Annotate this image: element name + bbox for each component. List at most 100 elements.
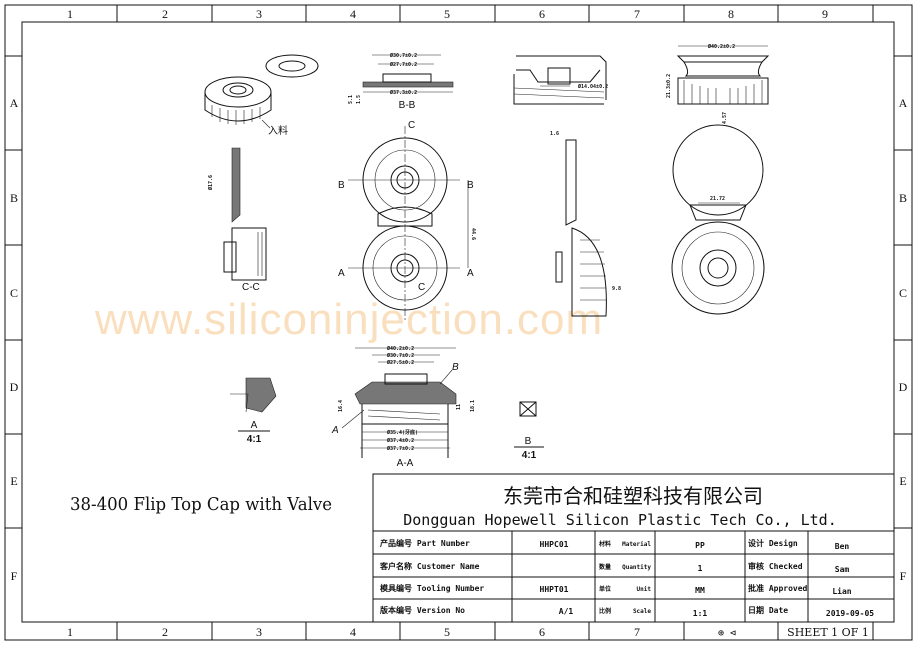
svg-text:B: B bbox=[525, 436, 532, 447]
svg-text:4:1: 4:1 bbox=[247, 434, 262, 445]
section-b-b: Ø30.7±0.2 Ø27.7±0.2 Ø37.3±0.2 5.1 1.5 B-… bbox=[348, 52, 454, 111]
svg-text:Quantity: Quantity bbox=[622, 564, 651, 571]
svg-text:Ø35.4(牙底): Ø35.4(牙底) bbox=[386, 429, 418, 436]
svg-text:A-A: A-A bbox=[397, 458, 414, 469]
svg-text:2: 2 bbox=[162, 7, 168, 21]
svg-text:16.4: 16.4 bbox=[338, 400, 344, 412]
grid-dividers bbox=[5, 5, 912, 640]
svg-text:A: A bbox=[467, 268, 474, 279]
svg-text:44.6: 44.6 bbox=[470, 228, 476, 240]
svg-text:PP: PP bbox=[695, 541, 705, 550]
watermark: www.siliconinjection.com bbox=[94, 295, 603, 344]
svg-text:21.3±0.2: 21.3±0.2 bbox=[666, 74, 672, 98]
svg-text:Ø40.2±0.2: Ø40.2±0.2 bbox=[386, 345, 414, 352]
svg-text:Ø27.7±0.2: Ø27.7±0.2 bbox=[389, 61, 417, 68]
detail-b: B 4:1 bbox=[514, 401, 544, 461]
svg-text:审核 Checked: 审核 Checked bbox=[748, 561, 803, 571]
svg-text:客户名称 Customer Name: 客户名称 Customer Name bbox=[379, 561, 480, 571]
svg-text:4: 4 bbox=[350, 7, 356, 21]
svg-text:Scale: Scale bbox=[633, 608, 651, 615]
svg-text:1: 1 bbox=[698, 564, 703, 573]
svg-text:2019-09-05: 2019-09-05 bbox=[826, 609, 874, 618]
svg-text:9: 9 bbox=[822, 7, 828, 21]
svg-text:1: 1 bbox=[67, 7, 73, 21]
svg-text:B: B bbox=[467, 180, 474, 191]
svg-text:Sam: Sam bbox=[835, 565, 850, 574]
svg-text:Unit: Unit bbox=[637, 586, 652, 593]
title-row-1: 产品编号 Part Number HHPC01 材料 Material PP 设计… bbox=[380, 538, 849, 551]
svg-text:C-C: C-C bbox=[242, 282, 260, 293]
section-a-a: Ø40.2±0.2 Ø30.7±0.2 Ø27.5±0.2 Ø35.4(牙底) … bbox=[331, 345, 476, 469]
svg-text:日期 Date: 日期 Date bbox=[748, 605, 788, 615]
svg-text:Ø14.04±0.2: Ø14.04±0.2 bbox=[577, 83, 608, 90]
svg-text:单位: 单位 bbox=[599, 585, 611, 593]
svg-text:Ø40.2±0.2: Ø40.2±0.2 bbox=[707, 43, 735, 50]
svg-text:数量: 数量 bbox=[599, 563, 611, 571]
svg-text:设计 Design: 设计 Design bbox=[748, 538, 798, 548]
svg-text:8: 8 bbox=[728, 7, 734, 21]
outer-border bbox=[4, 4, 913, 641]
svg-text:HHPT01: HHPT01 bbox=[540, 585, 569, 594]
drawing-title: 38-400 Flip Top Cap with Valve bbox=[70, 494, 332, 515]
svg-text:C: C bbox=[10, 286, 18, 300]
svg-text:5.1: 5.1 bbox=[348, 95, 354, 104]
company-name-cn: 东莞市合和硅塑科技有限公司 bbox=[503, 484, 763, 508]
side-view: Ø40.2±0.2 21.3±0.2 4.57 bbox=[666, 43, 770, 124]
svg-text:B-B: B-B bbox=[399, 100, 416, 111]
svg-text:6: 6 bbox=[539, 7, 545, 21]
svg-text:MM: MM bbox=[695, 586, 705, 595]
svg-text:E: E bbox=[10, 474, 17, 488]
svg-text:A: A bbox=[10, 96, 19, 110]
svg-text:C: C bbox=[408, 120, 415, 131]
svg-text:Material: Material bbox=[622, 541, 651, 548]
svg-text:3: 3 bbox=[256, 7, 262, 21]
svg-text:21.72: 21.72 bbox=[710, 196, 725, 202]
svg-text:HHPC01: HHPC01 bbox=[540, 540, 569, 549]
svg-text:Ben: Ben bbox=[835, 542, 850, 551]
svg-text:A: A bbox=[331, 425, 339, 436]
svg-text:Ø37.3±0.2: Ø37.3±0.2 bbox=[389, 89, 417, 96]
svg-text:B: B bbox=[899, 191, 907, 205]
svg-text:比例: 比例 bbox=[599, 607, 611, 615]
svg-text:3: 3 bbox=[256, 625, 262, 639]
company-name-en: Dongguan Hopewell Silicon Plastic Tech C… bbox=[403, 511, 836, 529]
right-plan-view: 21.72 bbox=[671, 124, 765, 315]
svg-text:Lian: Lian bbox=[832, 586, 851, 596]
svg-text:B: B bbox=[452, 362, 459, 373]
detail-a: A 4:1 bbox=[230, 377, 277, 445]
svg-text:C: C bbox=[418, 282, 425, 293]
sheet-number: SHEET 1 OF 1 bbox=[787, 626, 869, 639]
svg-text:材料: 材料 bbox=[598, 540, 611, 548]
svg-text:C: C bbox=[899, 286, 907, 300]
column-labels-bottom: 1 2 3 4 5 6 7 bbox=[67, 625, 640, 639]
svg-text:11: 11 bbox=[456, 404, 462, 410]
svg-text:A: A bbox=[251, 420, 258, 431]
svg-text:版本编号 Version No: 版本编号 Version No bbox=[379, 605, 465, 615]
svg-text:B: B bbox=[338, 180, 345, 191]
svg-text:F: F bbox=[11, 569, 18, 583]
svg-text:7: 7 bbox=[634, 625, 640, 639]
svg-text:产品编号 Part Number: 产品编号 Part Number bbox=[380, 538, 470, 548]
svg-text:5: 5 bbox=[444, 7, 450, 21]
svg-text:1.6: 1.6 bbox=[550, 131, 559, 137]
svg-text:B: B bbox=[10, 191, 18, 205]
side-profile: 9.8 bbox=[555, 139, 621, 317]
projection-symbol: ⊕ ⊲ bbox=[718, 628, 736, 639]
svg-text:Ø30.7±0.2: Ø30.7±0.2 bbox=[386, 352, 414, 359]
svg-text:入料: 入料 bbox=[268, 124, 288, 137]
svg-text:D: D bbox=[899, 380, 908, 394]
svg-text:4: 4 bbox=[350, 625, 356, 639]
section-c-c: Ø17.6 C-C bbox=[207, 147, 267, 293]
svg-text:D: D bbox=[10, 380, 19, 394]
svg-text:6: 6 bbox=[539, 625, 545, 639]
svg-text:5: 5 bbox=[444, 625, 450, 639]
svg-text:1:1: 1:1 bbox=[693, 609, 708, 618]
svg-text:1.5: 1.5 bbox=[356, 95, 362, 104]
svg-text:2: 2 bbox=[162, 625, 168, 639]
svg-text:1: 1 bbox=[67, 625, 73, 639]
svg-text:Ø17.6: Ø17.6 bbox=[207, 175, 214, 191]
